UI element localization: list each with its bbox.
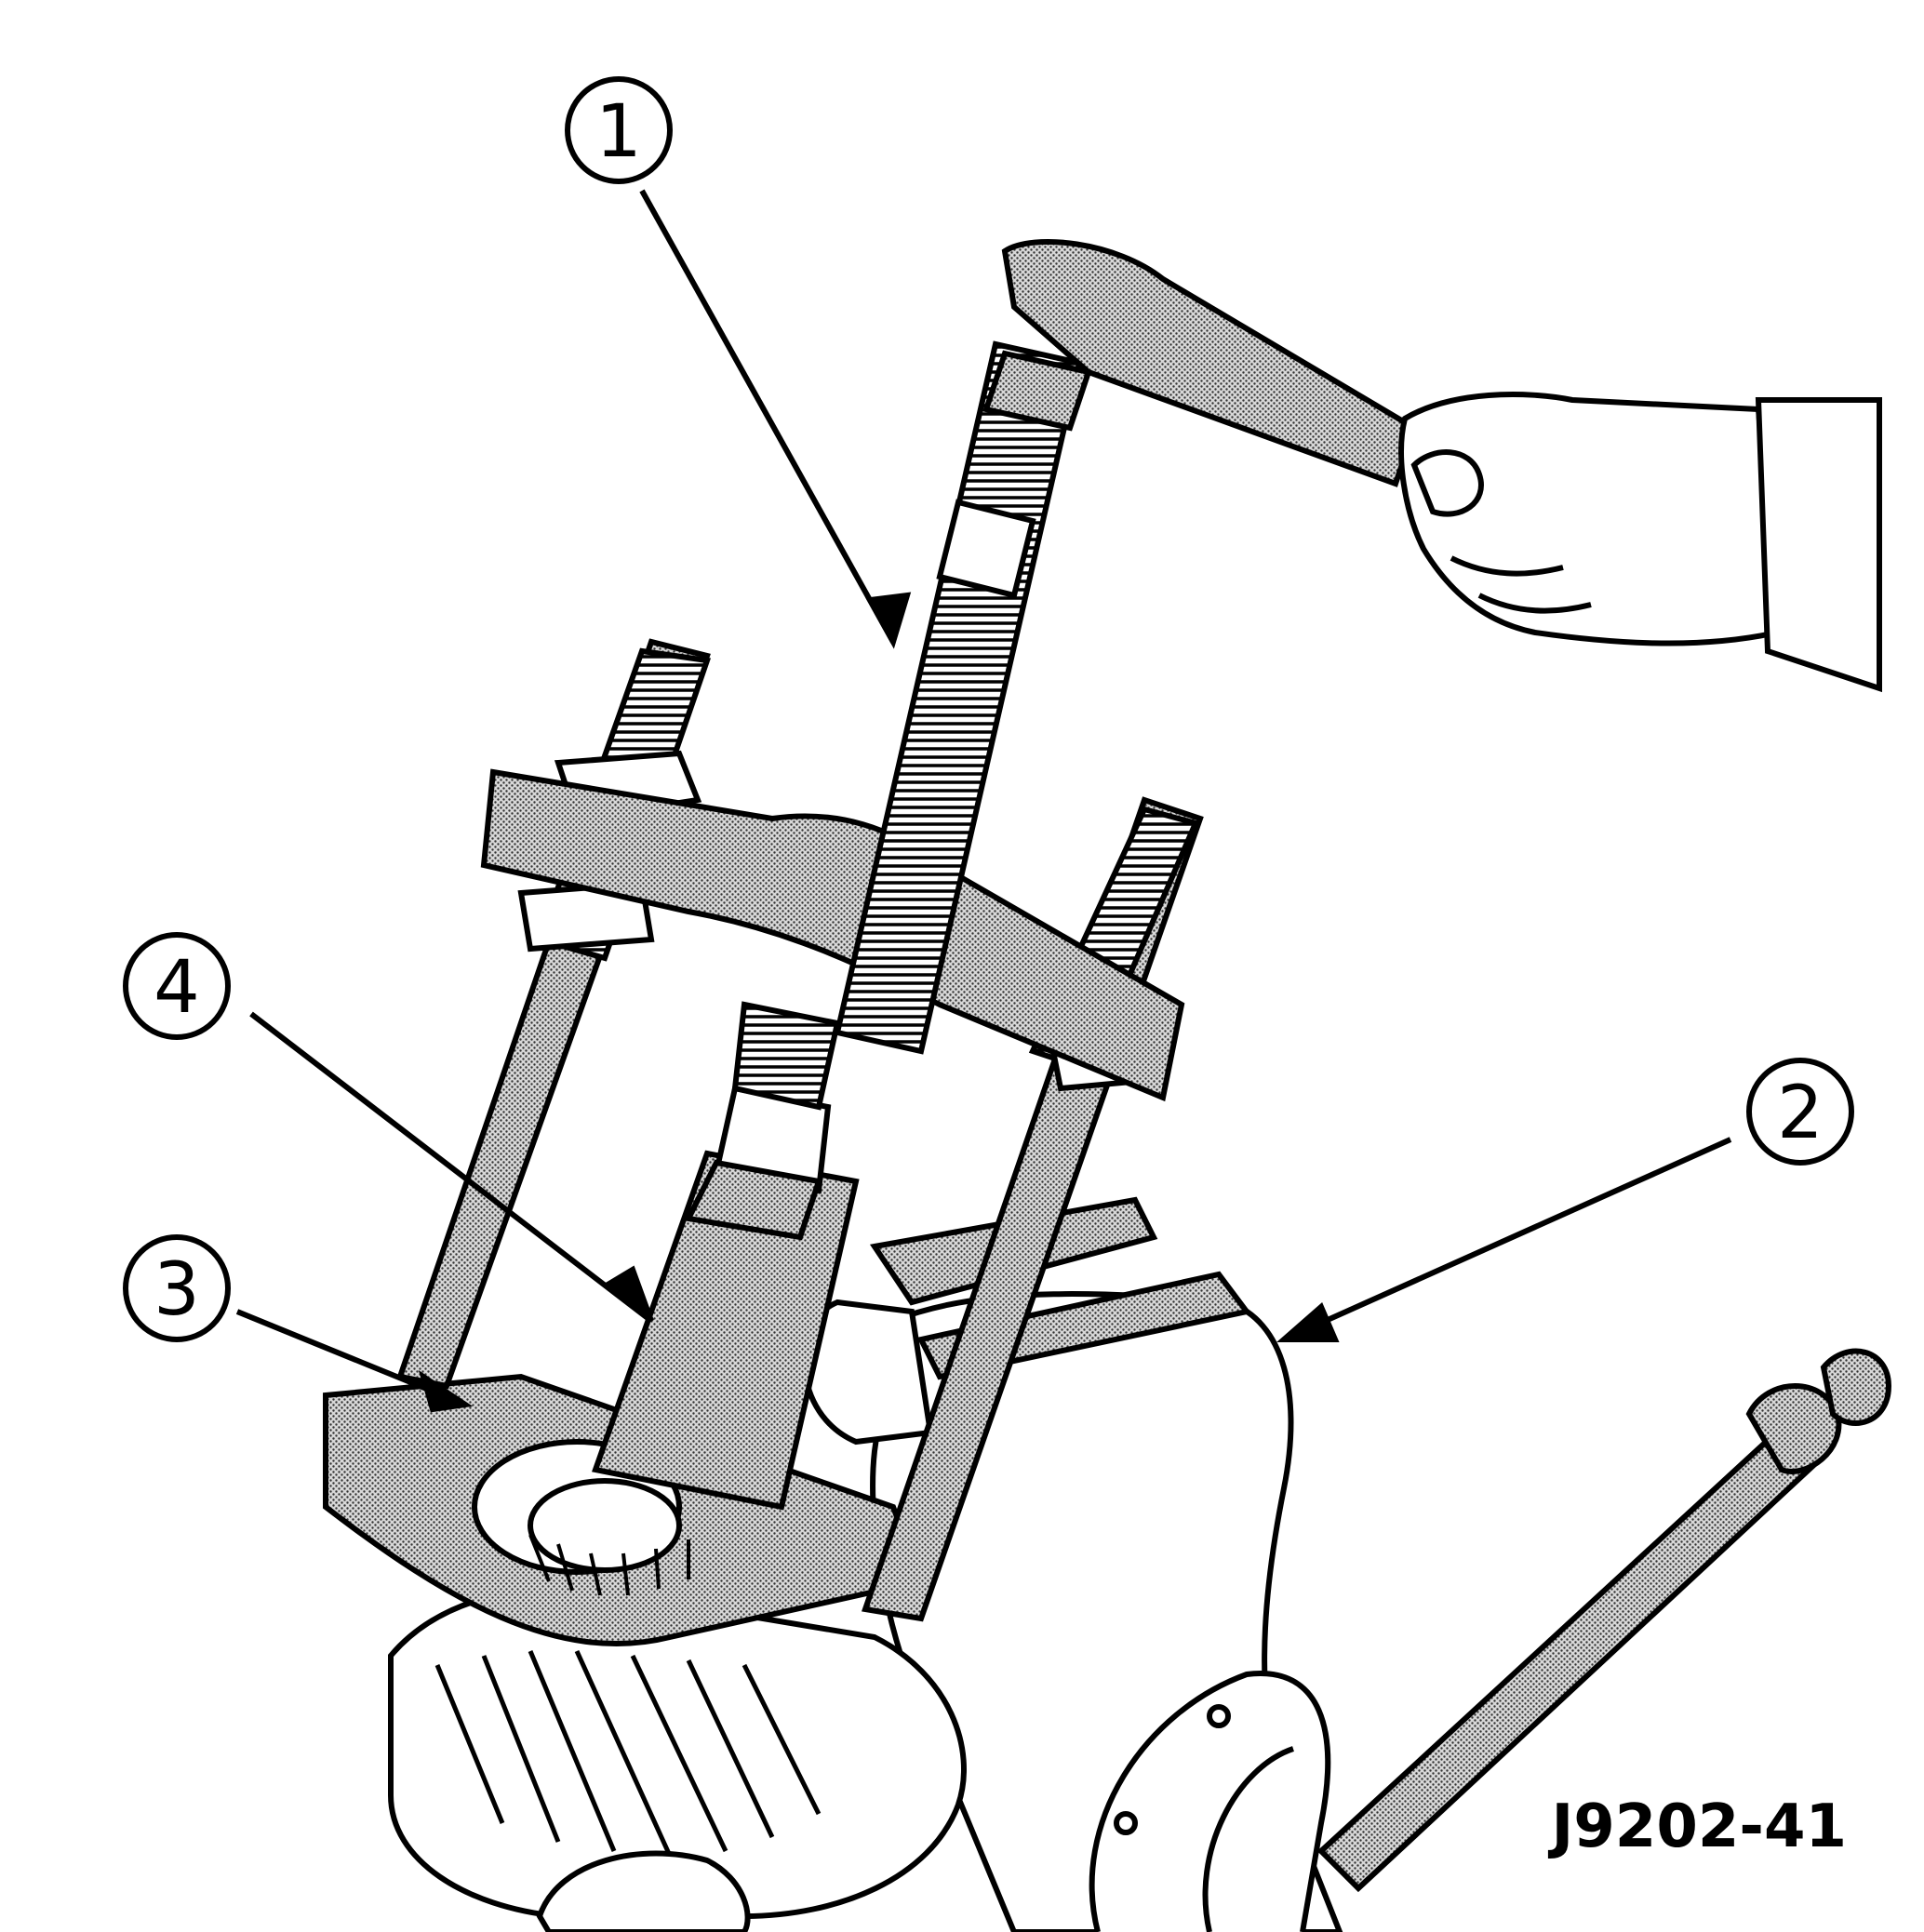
callout-circle-3 (123, 1234, 231, 1342)
installer-tool (592, 1001, 860, 1511)
arrowhead-4 (604, 1265, 654, 1324)
callout-circle-2 (1746, 1058, 1854, 1166)
callout-number-4: 4 (154, 946, 200, 1030)
callout-number-2: 2 (1777, 1072, 1824, 1155)
hand-illustration (1398, 392, 1882, 693)
pinion-gear (388, 1585, 967, 1932)
forcing-screw (834, 340, 1092, 1055)
callout-2: 2 (1746, 1058, 1854, 1166)
callout-number-3: 3 (154, 1248, 200, 1332)
leader-line-2 (1282, 1137, 1732, 1342)
callout-1: 1 (565, 76, 673, 184)
callout-circle-1 (565, 76, 673, 184)
bench-vise (801, 1196, 1892, 1932)
figure-id: J9202-41 (1547, 1792, 1847, 1861)
callout-number-1: 1 (595, 90, 642, 174)
puller-crossbar (480, 768, 1185, 1102)
arrowhead-3 (418, 1369, 474, 1413)
leader-lines (235, 189, 1732, 1413)
callout-3: 3 (123, 1234, 231, 1342)
leader-line-4 (249, 1011, 653, 1324)
callout-4: 4 (123, 932, 231, 1040)
leader-line-1 (639, 189, 896, 644)
arrowhead-1 (865, 592, 912, 649)
arrowhead-2 (1276, 1302, 1340, 1342)
callout-circle-4 (123, 932, 231, 1040)
